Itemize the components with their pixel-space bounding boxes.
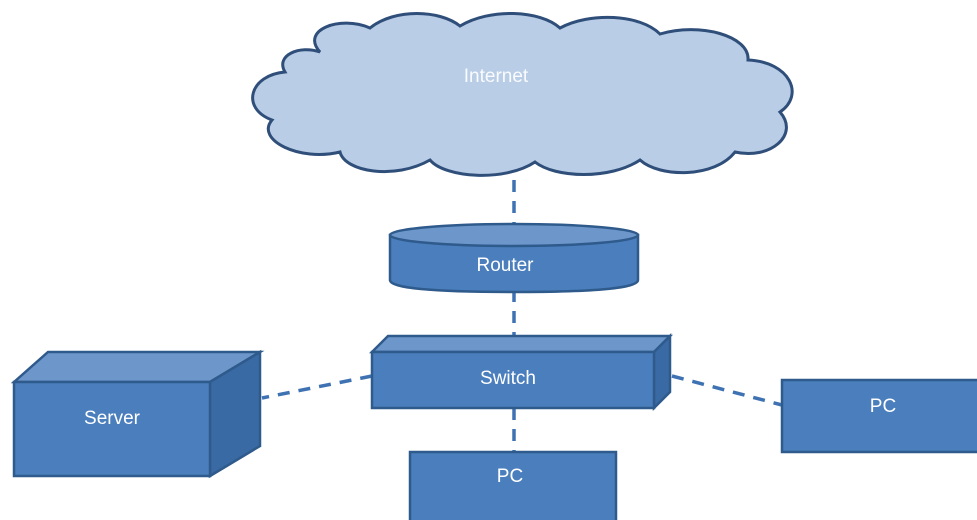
router-top [388,222,640,248]
link-switch-pc-right [671,374,783,407]
pc-bottom-node: PC [408,450,618,520]
switch-label: Switch [480,368,536,389]
router-body [388,233,640,294]
pc-bottom-label: PC [497,466,523,487]
server-node: Server [10,349,265,479]
pc-right-label: PC [870,396,896,417]
router-node: Router [388,222,640,294]
pc-right-box [780,378,977,454]
internet-label: Internet [464,66,529,87]
server-front [12,380,212,478]
switch-top [368,334,674,354]
router-label: Router [476,255,534,276]
server-label: Server [84,408,141,429]
internet-cloud: Internet [251,11,794,177]
link-switch-server [261,374,373,400]
links [261,180,783,452]
cloud-shape [251,11,794,177]
switch-node: Switch [368,332,674,412]
switch-front [370,350,656,410]
pc-right-node: PC [780,378,977,454]
pc-bottom-box [408,450,618,520]
